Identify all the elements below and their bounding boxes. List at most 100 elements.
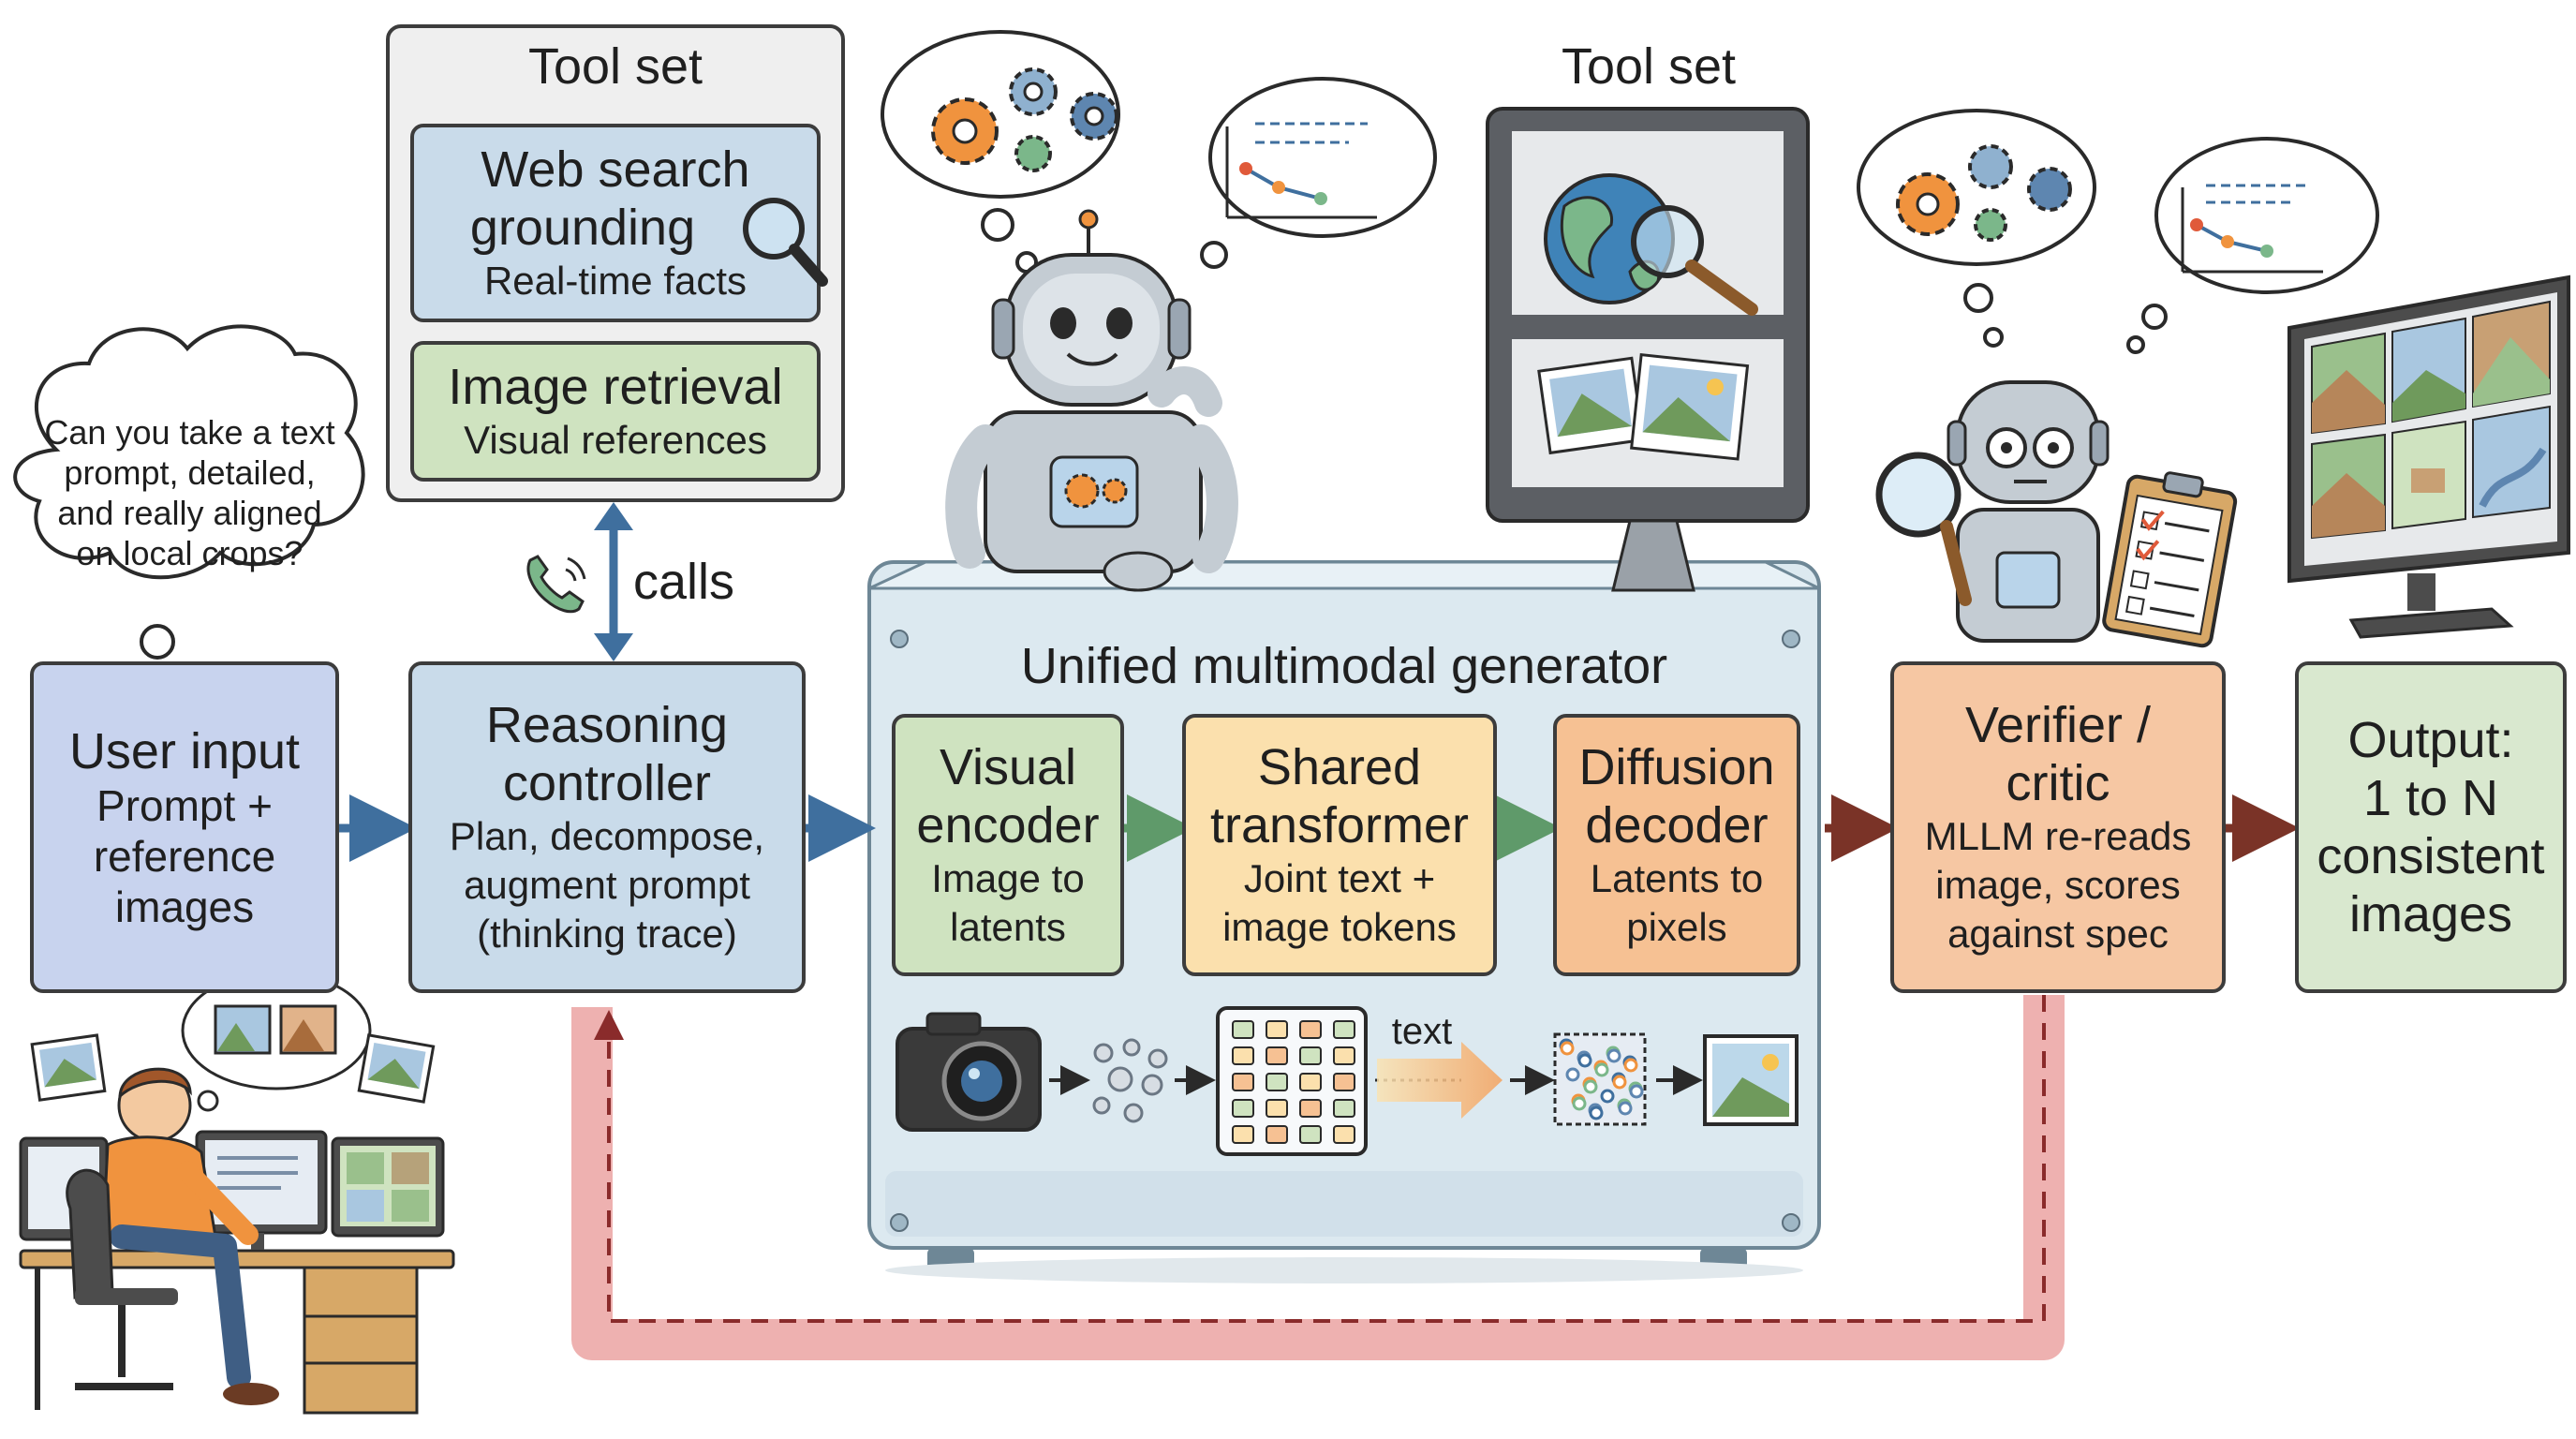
generator-title: Unified multimodal generator (1020, 638, 1668, 694)
token-cell (1266, 1099, 1288, 1118)
token-cell (1333, 1073, 1355, 1091)
tool-set-left-title: Tool set (527, 38, 703, 95)
token-cell (1333, 1099, 1355, 1118)
calls-label: calls (633, 554, 735, 610)
thought-line-3: and really aligned (57, 494, 322, 532)
controller-line-3: (thinking trace) (477, 912, 737, 956)
token-cell (1299, 1125, 1322, 1144)
decoder-title-2: decoder (1585, 797, 1769, 853)
controller-line-2: augment prompt (464, 863, 750, 907)
token-grid-icon (1216, 1006, 1368, 1156)
noise-dot (1606, 1048, 1621, 1063)
token-cell (1299, 1046, 1322, 1065)
token-cell (1232, 1125, 1254, 1144)
reasoning-controller-box[interactable]: Reasoning controller Plan, decompose, au… (408, 661, 806, 993)
noise-dot (1572, 1096, 1587, 1111)
image-retrieval-desc: Visual references (464, 418, 767, 462)
transformer-title-2: transformer (1209, 797, 1470, 853)
noise-patch-icon (1553, 1032, 1647, 1126)
camera-icon (896, 1012, 1042, 1132)
noise-dot (1565, 1067, 1580, 1082)
image-retrieval-tool[interactable]: Image retrieval Visual references (410, 341, 821, 482)
transformer-line-2: image tokens (1222, 905, 1457, 949)
token-cell (1266, 1020, 1288, 1039)
token-cell (1299, 1073, 1322, 1091)
user-input-title: User input (68, 723, 301, 779)
noise-dot (1560, 1041, 1575, 1056)
thought-line-2: prompt, detailed, (64, 453, 316, 492)
output-title-3: consistent (2317, 828, 2545, 884)
verifier-line-3: against spec (1947, 912, 2169, 956)
noise-dot (1623, 1058, 1638, 1073)
encoder-title-1: Visual (939, 739, 1077, 795)
token-cell (1333, 1046, 1355, 1065)
phone-icon (526, 555, 586, 614)
transformer-line-1: Joint text + (1243, 856, 1436, 900)
noise-dot (1600, 1089, 1615, 1104)
verifier-robot-icon (1857, 109, 2379, 648)
web-search-desc: Real-time facts (483, 259, 748, 303)
output-box[interactable]: Output: 1 to N consistent images (2295, 661, 2567, 993)
user-input-box[interactable]: User input Prompt + reference images (30, 661, 339, 993)
diffusion-decoder-box[interactable]: Diffusion decoder Latents to pixels (1553, 714, 1800, 976)
controller-title-1: Reasoning (485, 697, 729, 753)
verifier-line-1: MLLM re-reads (1924, 814, 2192, 858)
token-cell (1333, 1125, 1355, 1144)
user-at-desk-icon (19, 971, 455, 1415)
tool-set-right-title: Tool set (1561, 38, 1737, 95)
verifier-title-2: critic (2006, 755, 2110, 811)
token-cell (1266, 1073, 1288, 1091)
verifier-box[interactable]: Verifier / critic MLLM re-reads image, s… (1890, 661, 2226, 993)
noise-dot (1577, 1053, 1592, 1068)
noise-dot (1589, 1105, 1604, 1120)
user-thought-text: Can you take a text prompt, detailed, an… (28, 412, 351, 573)
token-cell (1266, 1125, 1288, 1144)
tool-set-cabinet (1486, 107, 1810, 592)
image-retrieval-title: Image retrieval (448, 359, 783, 415)
token-cell (1266, 1046, 1288, 1065)
calls-double-arrow (594, 502, 633, 661)
noise-dot (1629, 1084, 1644, 1099)
user-input-line-1: Prompt + (96, 781, 273, 830)
controller-title-2: controller (502, 755, 712, 811)
feedback-loop (571, 995, 2065, 1360)
photo-icon (1703, 1034, 1799, 1126)
visual-encoder-box[interactable]: Visual encoder Image to latents (892, 714, 1124, 976)
web-search-title: Web search (481, 141, 750, 198)
encoder-title-2: encoder (916, 797, 1100, 853)
web-search-subtitle: grounding (469, 200, 696, 256)
robot-icon (881, 30, 1437, 592)
output-title-1: Output: (2347, 712, 2514, 768)
magnifier-icon (743, 198, 828, 287)
noise-dot (1594, 1062, 1609, 1077)
web-search-tool[interactable]: Web search grounding Real-time facts (410, 124, 821, 322)
text-to-image-arrow (1375, 1042, 1503, 1119)
verifier-line-2: image, scores (1935, 863, 2181, 907)
user-thought-bubble (13, 324, 365, 692)
token-cell (1232, 1020, 1254, 1039)
output-title-2: 1 to N (2362, 770, 2499, 826)
noise-dot (1618, 1101, 1633, 1116)
user-input-line-3: images (114, 883, 255, 931)
monitor-icon (2287, 274, 2570, 639)
latent-dots-icon (1092, 1038, 1168, 1123)
shared-transformer-box[interactable]: Shared transformer Joint text + image to… (1182, 714, 1497, 976)
encoder-line-2: latents (950, 905, 1066, 949)
transformer-title-1: Shared (1257, 739, 1422, 795)
thought-line-4: on local crops? (76, 534, 303, 572)
token-cell (1232, 1046, 1254, 1065)
output-title-4: images (2348, 886, 2513, 942)
user-input-line-2: reference (93, 832, 276, 881)
controller-line-1: Plan, decompose, (449, 814, 765, 858)
encoder-line-1: Image to (931, 856, 1085, 900)
decoder-line-2: pixels (1626, 905, 1727, 949)
text-token-label: text (1391, 1011, 1453, 1052)
token-cell (1299, 1020, 1322, 1039)
decoder-title-1: Diffusion (1578, 739, 1775, 795)
thought-line-1: Can you take a text (44, 413, 335, 452)
decoder-line-1: Latents to (1590, 856, 1764, 900)
noise-dot (1612, 1075, 1627, 1090)
token-cell (1333, 1020, 1355, 1039)
token-cell (1299, 1099, 1322, 1118)
token-cell (1232, 1073, 1254, 1091)
